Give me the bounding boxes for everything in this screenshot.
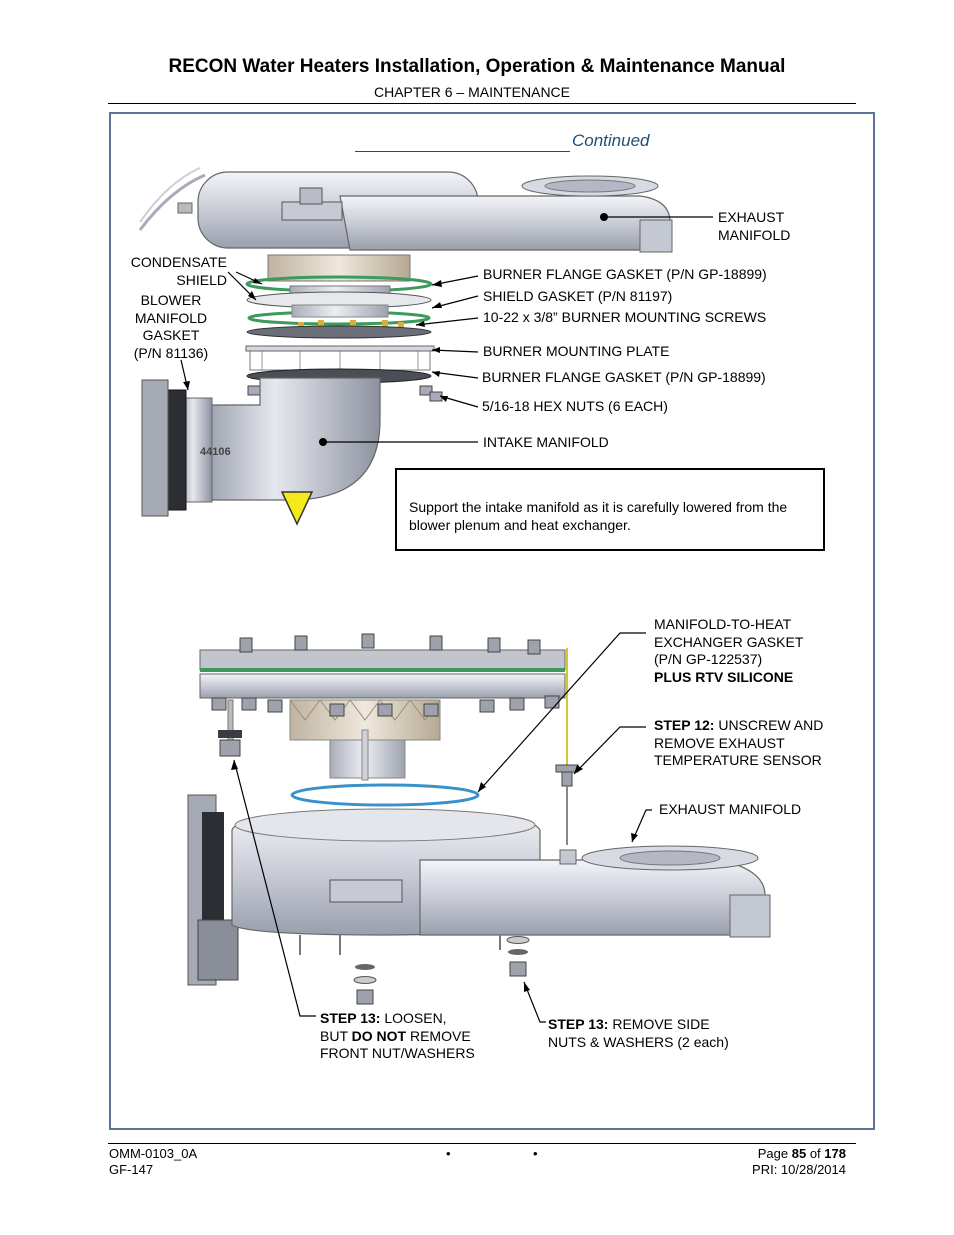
burner-mounting-plate (245, 325, 435, 371)
doc-id: OMM-0103_0A (109, 1146, 198, 1161)
figure1-leader-heads (183, 213, 608, 446)
label-burner-flange-gasket-top: BURNER FLANGE GASKET (P/N GP-18899) (483, 266, 767, 282)
label-exhaust-manifold-top: EXHAUST MANIFOLD (718, 209, 791, 243)
figure-frame (109, 112, 875, 1130)
page-title: RECON Water Heaters Installation, Operat… (168, 56, 786, 77)
label-step-13-side: STEP 13: REMOVE SIDE NUTS & WASHERS (2 e… (548, 1016, 729, 1050)
label-burner-flange-gasket-bottom: BURNER FLANGE GASKET (P/N GP-18899) (482, 369, 766, 385)
footer-bullet-2: • (533, 1146, 538, 1161)
doc-code: GF-147 (109, 1162, 154, 1177)
side-nuts-washers (353, 936, 530, 1005)
intake-manifold: 44106 (141, 377, 381, 517)
continued-rule (355, 151, 570, 152)
shield-gasket (247, 304, 431, 326)
lower-exhaust-manifold (187, 794, 771, 986)
down-arrow-icon (280, 491, 314, 526)
footer-rule (108, 1143, 856, 1144)
figure2-leader-heads (231, 760, 638, 992)
exhaust-temperature-sensor (555, 648, 579, 845)
label-step-13-front: STEP 13: LOOSEN, BUT DO NOT REMOVE FRONT… (320, 1010, 475, 1061)
chapter-heading: CHAPTER 6 – MAINTENANCE (373, 84, 571, 100)
front-nut-washers (218, 730, 242, 757)
header-rule (108, 103, 856, 104)
footer-right: Page 85 of 178 PRI: 10/28/2014 (646, 1146, 846, 1178)
label-hex-nuts: 5/16-18 HEX NUTS (6 EACH) (482, 398, 668, 414)
label-mounting-plate: BURNER MOUNTING PLATE (483, 343, 670, 359)
figure2-leader-lines (233, 632, 652, 1023)
label-blower-manifold-gasket: BLOWER MANIFOLD GASKET (P/N 81136) (133, 292, 209, 361)
burner-mounting-screws (298, 320, 404, 330)
label-step-12: STEP 12: UNSCREW AND REMOVE EXHAUST TEMP… (654, 717, 824, 768)
label-intake-manifold: INTAKE MANIFOLD (483, 434, 609, 450)
footer-left: OMM-0103_0A GF-147 (109, 1146, 197, 1178)
label-shield-gasket: SHIELD GASKET (P/N 81197) (483, 288, 673, 304)
page-number: Page 85 of 178 (757, 1146, 846, 1161)
label-manifold-gasket: MANIFOLD-TO-HEAT EXCHANGER GASKET (P/N G… (654, 616, 804, 685)
label-exhaust-manifold-bottom: EXHAUST MANIFOLD (659, 801, 802, 817)
continued-label: Continued (572, 131, 650, 150)
manifold-gasket (290, 783, 480, 807)
pri-date: PRI: 10/28/2014 (752, 1162, 846, 1177)
footer-bullet-1: • (446, 1146, 451, 1161)
part-number-label: 44106 (200, 446, 231, 458)
upper-exhaust-manifold (138, 167, 673, 253)
label-mounting-screws: 10-22 x 3/8” BURNER MOUNTING SCREWS (483, 309, 767, 325)
support-note-box: Support the intake manifold as it is car… (395, 468, 825, 551)
label-condensate-shield: CONDENSATE SHIELD (130, 254, 227, 288)
heat-exchanger (199, 633, 566, 781)
